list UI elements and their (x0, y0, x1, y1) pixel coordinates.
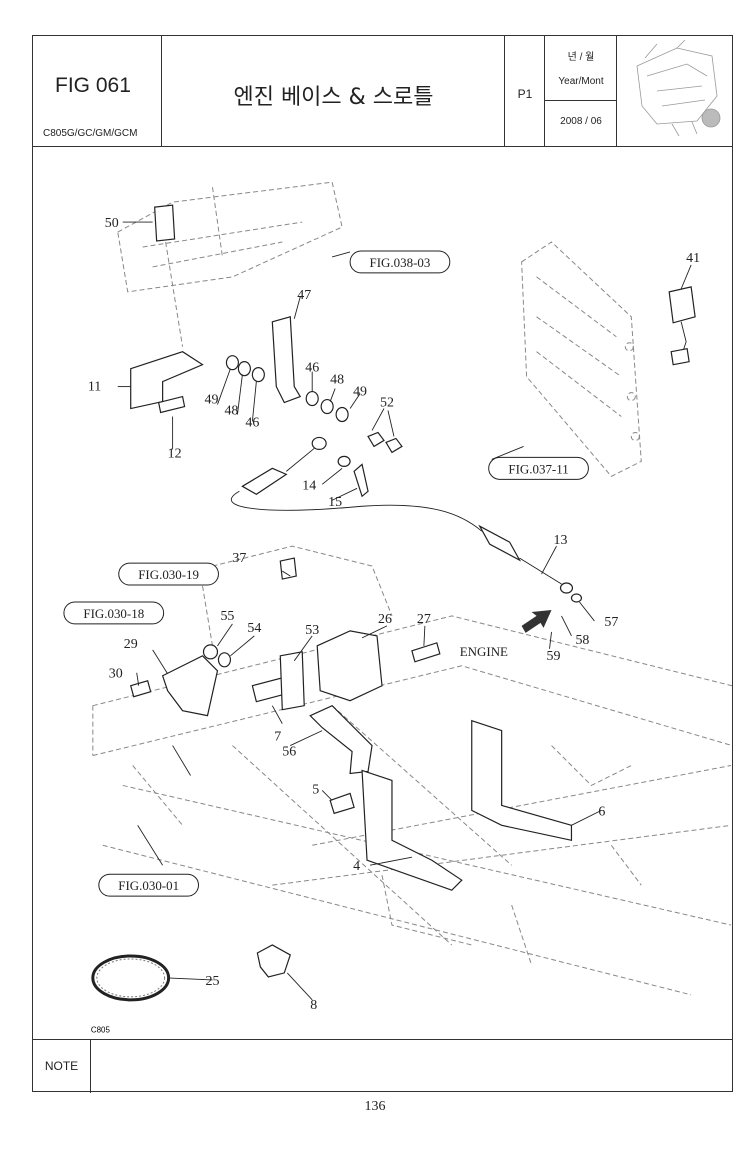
revision-date: 2008 / 06 (560, 116, 602, 127)
leader-lines (117, 221, 692, 1001)
part-30-bolt (129, 680, 152, 698)
part-label: 7 (274, 730, 281, 745)
chassis-frame-phantom (92, 545, 732, 996)
part-56-pipe (309, 704, 373, 775)
page-code: P1 (517, 87, 533, 101)
part-label: 49 (205, 393, 219, 408)
part-label: 57 (604, 615, 618, 630)
part-label: 6 (598, 804, 605, 819)
part-label: 49 (353, 385, 367, 400)
part-label: 54 (247, 621, 261, 636)
part-label: 29 (124, 637, 138, 652)
figure-reference-callouts: FIG.038-03 FIG.037-11 FIG.030-19 FIG.030… (63, 250, 589, 897)
title-cell: 엔진 베이스 & 스로틀 (162, 36, 505, 146)
part-label: 27 (417, 612, 431, 627)
part-55-nut (202, 644, 219, 660)
part-27-bolt (411, 642, 441, 663)
part-label: 47 (297, 288, 311, 303)
ref-fig-037-11: FIG.037-11 (508, 461, 568, 476)
part-label: 15 (328, 495, 342, 510)
part-25-clamp (91, 954, 171, 1002)
part-label: 8 (310, 998, 317, 1013)
part-53-plate (279, 651, 305, 711)
part-5-bolt (329, 792, 355, 815)
part-label: 53 (305, 623, 319, 638)
part-label: 12 (168, 446, 182, 461)
part-label: 58 (575, 633, 589, 648)
year-month-kr: 년 / 월 (567, 52, 595, 63)
part-41-connector (668, 286, 696, 366)
part-4-bracket (361, 769, 463, 891)
throttle-cable (230, 436, 583, 603)
upper-housing-phantom (117, 181, 343, 293)
washer-cluster (225, 355, 403, 454)
part-label: 37 (232, 551, 246, 566)
part-label: 50 (105, 216, 119, 231)
figure-number: FIG 061 (55, 74, 131, 97)
machine-thumbnail-icon (636, 39, 721, 137)
part-label: 41 (686, 251, 700, 266)
part-8-clip (256, 944, 291, 978)
machine-thumbnail (617, 36, 734, 146)
part-label: 52 (380, 396, 394, 411)
model-codes: C805G/GC/GM/GCM (43, 128, 138, 139)
part-15-pin (353, 463, 369, 498)
engine-direction-arrow (521, 609, 552, 633)
page-number: 136 (364, 1099, 386, 1114)
part-50-knob (154, 204, 176, 242)
part-label: 46 (245, 415, 259, 430)
page-code-cell: P1 (505, 36, 545, 146)
part-label: 30 (109, 667, 123, 682)
part-label: 55 (220, 609, 234, 624)
page-title: 엔진 베이스 & 스로틀 (233, 85, 434, 110)
part-29-bracket (161, 655, 219, 717)
ref-fig-038-03: FIG.038-03 (370, 255, 431, 270)
part-label: 48 (224, 404, 238, 419)
part-26-plate (316, 630, 383, 702)
ref-fig-030-18: FIG.030-18 (83, 606, 144, 621)
part-label: 25 (206, 974, 220, 989)
part-label: 4 (353, 859, 360, 874)
right-panel-phantom (521, 241, 642, 477)
part-label: 46 (305, 361, 319, 376)
exploded-parts-drawing: .ph { fill:none; stroke:#888; stroke-wid… (63, 181, 732, 1035)
note-label: NOTE (33, 1040, 91, 1093)
part-54-washer (217, 652, 232, 668)
figure-cell: FIG 061 C805G/GC/GM/GCM (33, 36, 162, 146)
part-label: 5 (312, 782, 319, 797)
engine-label: ENGINE (460, 644, 508, 659)
part-label: 26 (378, 612, 392, 627)
part-label: 48 (330, 373, 344, 388)
part-label: 13 (554, 533, 568, 548)
note-row: NOTE (33, 1039, 732, 1093)
ref-fig-030-19: FIG.030-19 (138, 567, 199, 582)
part-label: 14 (302, 478, 316, 493)
part-12-bolt (157, 395, 186, 414)
part-label: 56 (282, 745, 296, 760)
drawing-code: C805 (91, 1026, 111, 1035)
title-block: FIG 061 C805G/GC/GM/GCM 엔진 베이스 & 스로틀 P1 … (33, 36, 732, 147)
part-47-lever (271, 316, 302, 404)
year-month-en: Year/Mont (558, 76, 604, 87)
ref-fig-030-01: FIG.030-01 (118, 878, 179, 893)
part-number-labels: 50 47 46 48 49 52 11 49 48 46 12 14 15 4… (88, 216, 700, 1013)
part-11-bracket (130, 351, 204, 410)
page-frame: FIG 061 C805G/GC/GM/GCM 엔진 베이스 & 스로틀 P1 … (32, 35, 733, 1093)
part-label: 11 (88, 380, 101, 395)
part-label: 59 (547, 649, 561, 664)
part-6-bracket (471, 719, 573, 842)
part-37-bolt (279, 557, 297, 580)
date-cell: 년 / 월 Year/Mont 2008 / 06 (545, 36, 617, 146)
part-14-washer (337, 455, 351, 467)
